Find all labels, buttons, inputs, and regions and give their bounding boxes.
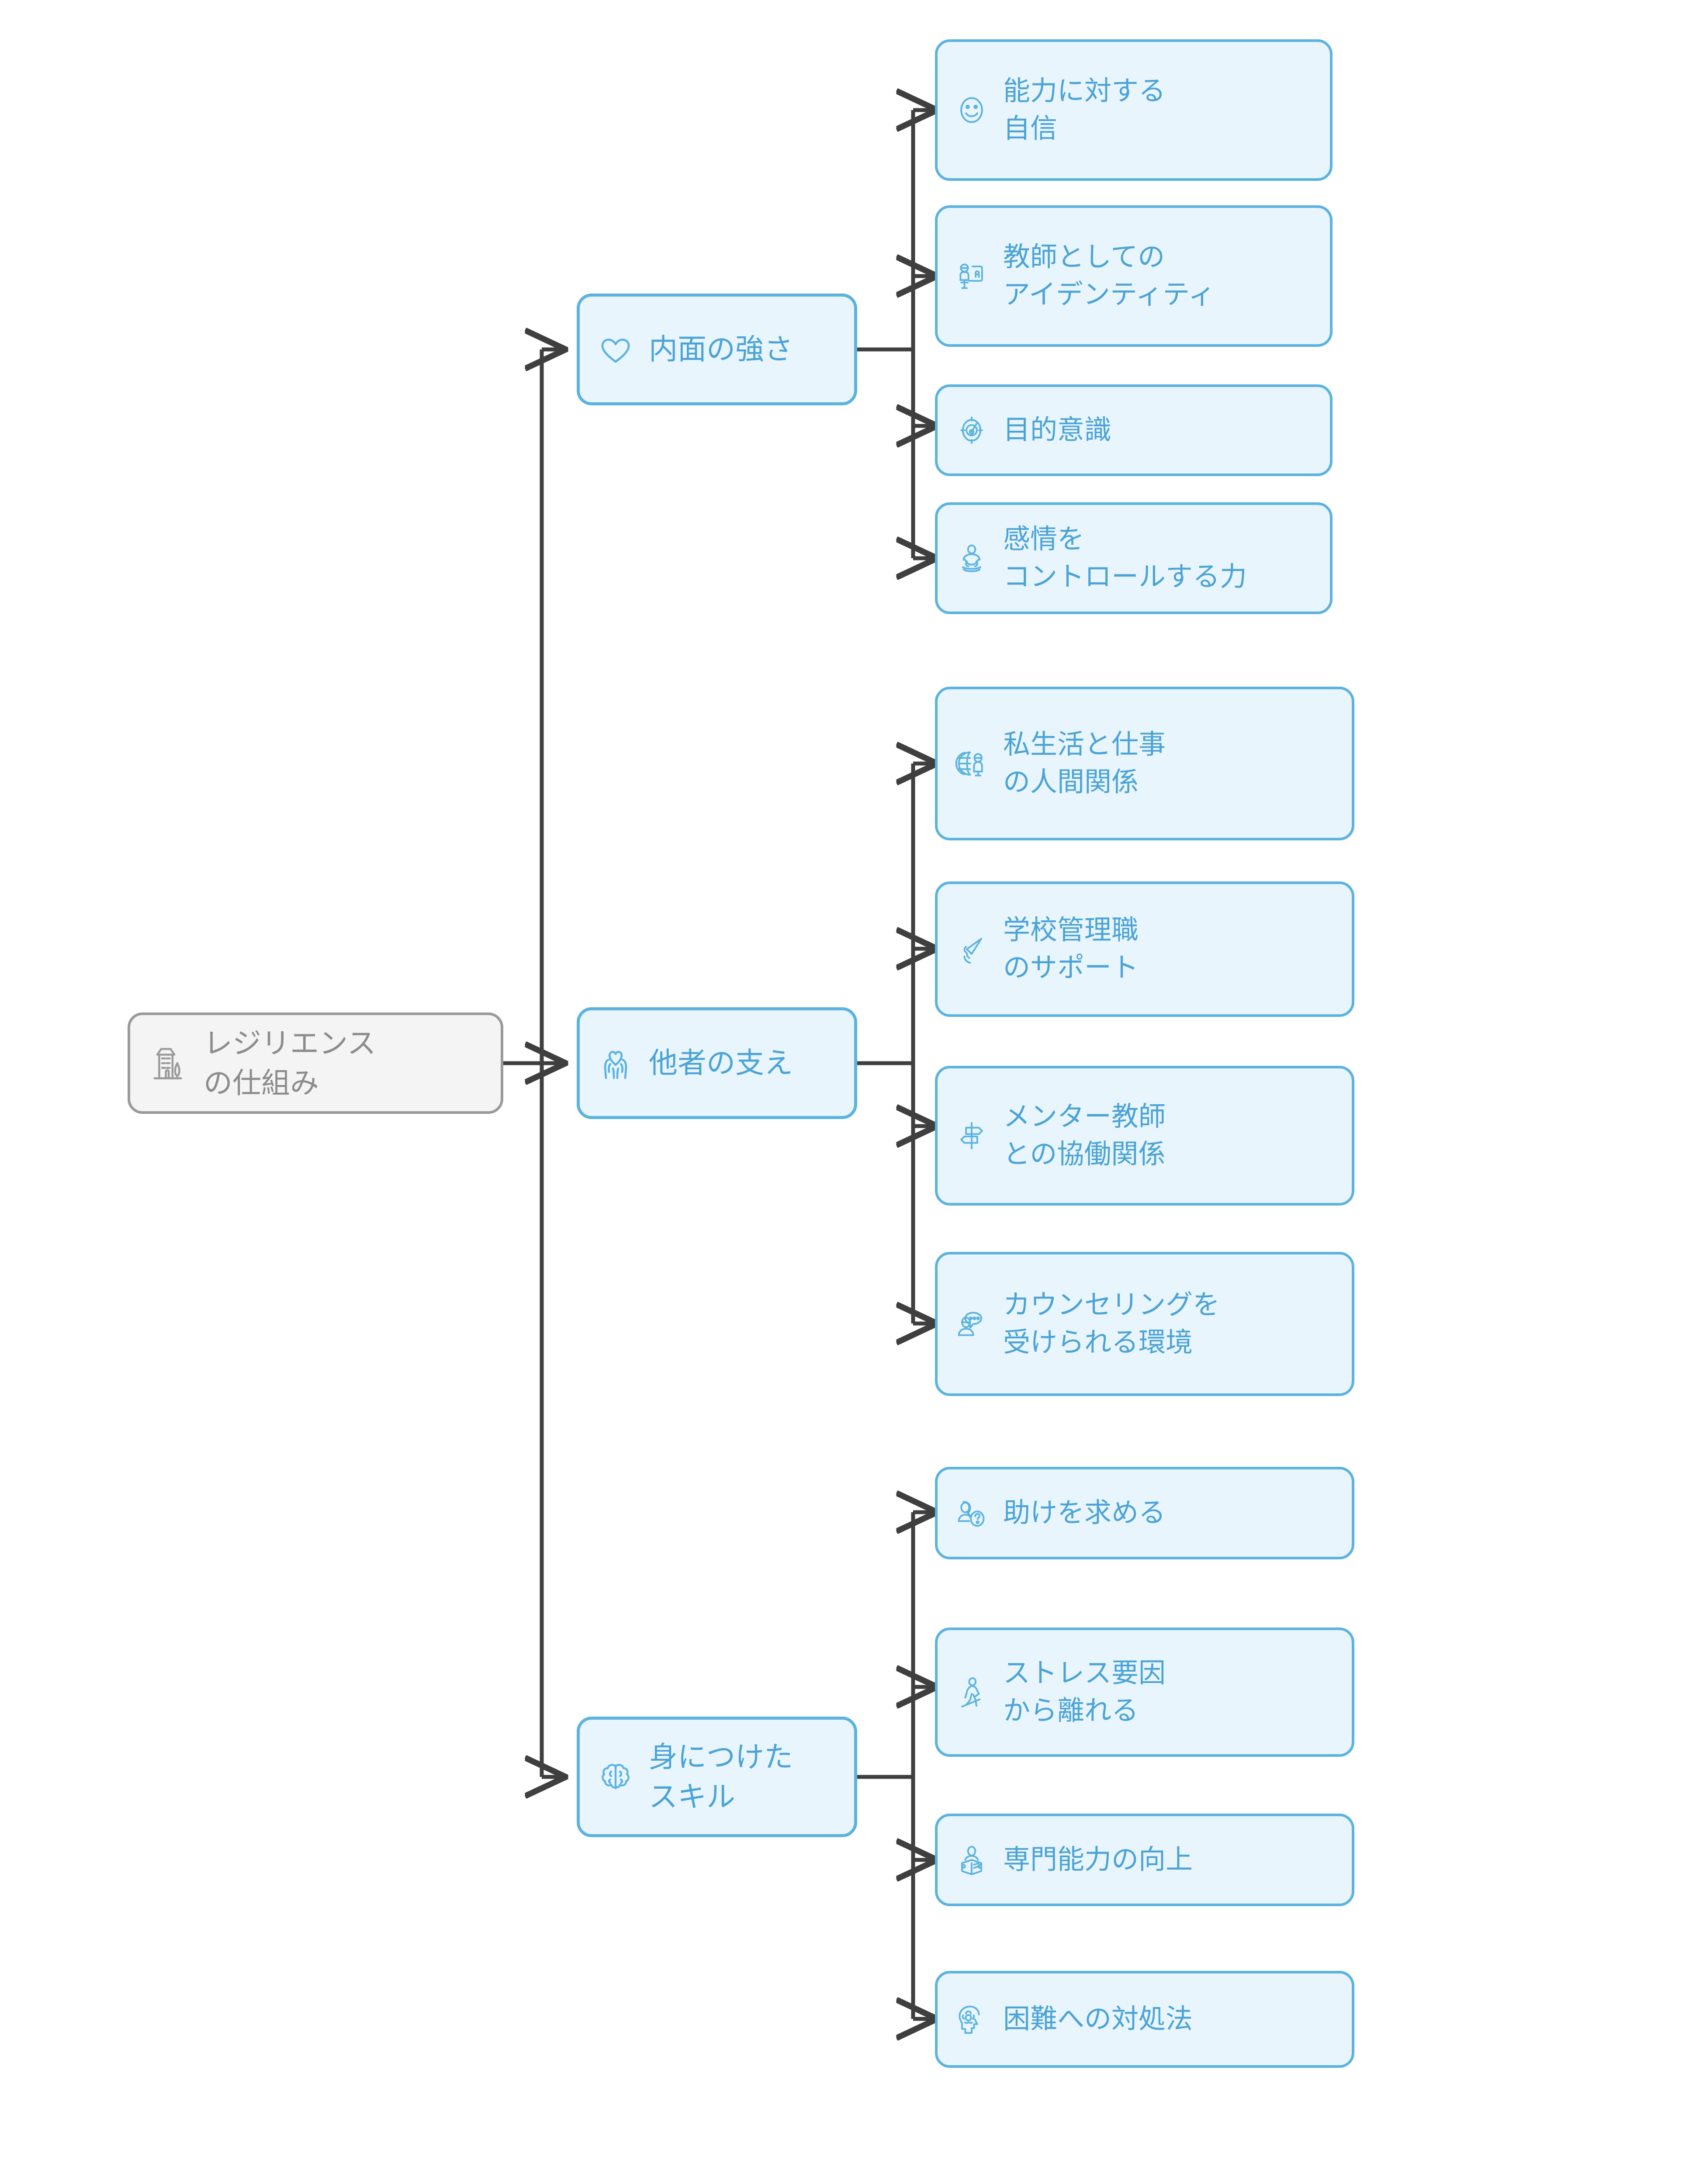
leaf-label-1-4: 感情を コントロールする力 bbox=[1003, 524, 1247, 592]
heart-icon bbox=[595, 328, 637, 370]
signpost-icon bbox=[952, 1116, 991, 1155]
building-icon bbox=[145, 1040, 190, 1086]
leaf-node-3-3[interactable]: 専門能力の向上 bbox=[935, 1814, 1354, 1906]
smiley-face-icon bbox=[952, 91, 991, 129]
megaphone-icon bbox=[952, 930, 991, 968]
compass-target-icon bbox=[952, 411, 991, 449]
branch-label-2: 他者の支え bbox=[649, 1047, 793, 1079]
leaf-node-2-4[interactable]: カウンセリングを 受けられる環境 bbox=[935, 1252, 1354, 1396]
branch-node-1[interactable]: 内面の強さ bbox=[577, 294, 857, 405]
leaf-node-2-2[interactable]: 学校管理職 のサポート bbox=[935, 881, 1354, 1017]
leaf-node-3-2[interactable]: ストレス要因 から離れる bbox=[935, 1628, 1354, 1757]
leaf-node-1-4[interactable]: 感情を コントロールする力 bbox=[935, 502, 1333, 614]
leaf-label-2-3: メンター教師 との協働関係 bbox=[1003, 1102, 1166, 1169]
leaf-label-1-1: 能力に対する 自信 bbox=[1003, 76, 1166, 144]
root-label: レジリエンス の仕組み bbox=[204, 1026, 376, 1099]
leaf-node-3-1[interactable]: 助けを求める bbox=[935, 1467, 1354, 1559]
head-gear-icon bbox=[952, 2000, 991, 2039]
leaf-label-1-2: 教師としての アイデンティティ bbox=[1003, 242, 1215, 310]
person-reading-book-icon bbox=[952, 1841, 991, 1879]
person-speech-bubble-icon bbox=[952, 1305, 991, 1343]
leaf-node-1-1[interactable]: 能力に対する 自信 bbox=[935, 39, 1333, 181]
meditating-person-icon bbox=[952, 539, 991, 577]
brain-icon bbox=[595, 1756, 637, 1798]
leaf-label-2-2: 学校管理職 のサポート bbox=[1003, 915, 1139, 983]
leaf-label-3-2: ストレス要因 から離れる bbox=[1003, 1658, 1166, 1726]
leaf-label-3-4: 困難への対処法 bbox=[1003, 2004, 1193, 2035]
branch-node-2[interactable]: 他者の支え bbox=[577, 1007, 857, 1119]
leaf-label-3-3: 専門能力の向上 bbox=[1003, 1845, 1193, 1875]
teacher-whiteboard-icon bbox=[952, 257, 991, 295]
leaf-label-3-1: 助けを求める bbox=[1003, 1498, 1166, 1528]
leaf-node-2-3[interactable]: メンター教師 との協働関係 bbox=[935, 1066, 1354, 1206]
leaf-label-2-4: カウンセリングを 受けられる環境 bbox=[1003, 1290, 1220, 1358]
globe-person-icon bbox=[952, 744, 991, 783]
walking-person-icon bbox=[952, 1673, 991, 1711]
branch-node-3[interactable]: 身につけた スキル bbox=[577, 1717, 857, 1837]
branch-label-3: 身につけた スキル bbox=[649, 1740, 793, 1813]
person-question-icon bbox=[952, 1494, 991, 1532]
leaf-node-1-2[interactable]: 教師としての アイデンティティ bbox=[935, 205, 1333, 347]
root-node[interactable]: レジリエンス の仕組み bbox=[128, 1013, 503, 1114]
leaf-node-1-3[interactable]: 目的意識 bbox=[935, 384, 1333, 476]
leaf-label-1-3: 目的意識 bbox=[1003, 415, 1112, 446]
leaf-node-3-4[interactable]: 困難への対処法 bbox=[935, 1971, 1354, 2068]
branch-label-1: 内面の強さ bbox=[649, 333, 793, 366]
leaf-label-2-1: 私生活と仕事 の人間関係 bbox=[1003, 729, 1166, 797]
leaf-node-2-1[interactable]: 私生活と仕事 の人間関係 bbox=[935, 687, 1354, 840]
hands-holding-heart-icon bbox=[595, 1042, 637, 1084]
